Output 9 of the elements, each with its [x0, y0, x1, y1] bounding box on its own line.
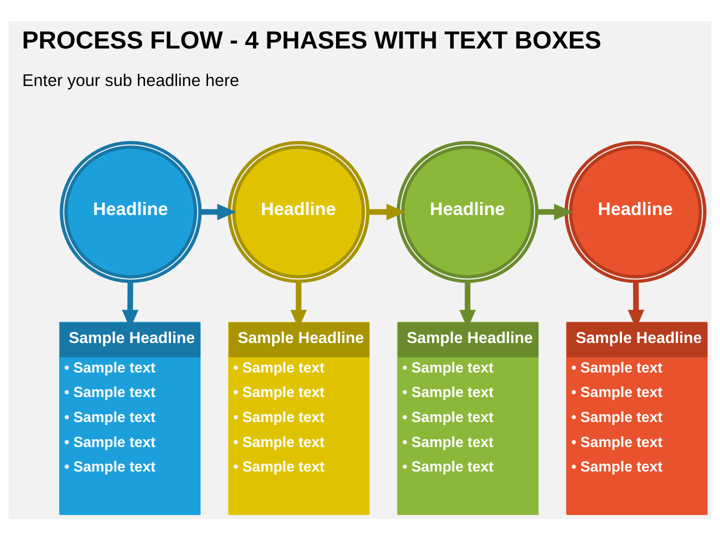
label: Enter your sub headline here — [22, 70, 240, 90]
node-circle: Headline — [564, 141, 706, 283]
node-circle: Headline — [396, 141, 539, 283]
arrow — [368, 204, 406, 220]
node-circle: Headline — [228, 141, 370, 283]
node-circle: Headline — [60, 141, 202, 283]
arrow — [200, 204, 236, 220]
arrow — [537, 204, 573, 220]
diagram-title: PROCESS FLOW - 4 PHASES WITH TEXT BOXES — [22, 28, 602, 55]
